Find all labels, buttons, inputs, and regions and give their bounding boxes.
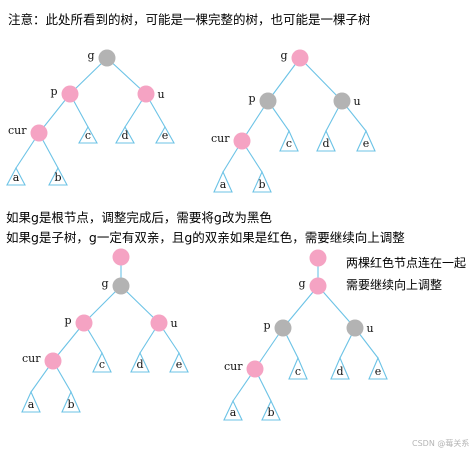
subtree-e-label-3: e xyxy=(176,358,183,371)
subtree-e-triangle-1 xyxy=(155,125,175,144)
node-g-2 xyxy=(291,49,309,67)
watermark: CSDN @莓关系 xyxy=(412,439,470,448)
case-root-text: 如果g是根节点，调整完成后，需要将g改为黑色 xyxy=(6,210,272,225)
subtree-b-label-3: b xyxy=(67,398,74,411)
node-g-1 xyxy=(98,49,116,67)
label-g-3: g xyxy=(101,277,108,290)
label-u-3: u xyxy=(171,317,178,330)
node-cur-2 xyxy=(233,132,251,150)
subtree-b-label-4: b xyxy=(267,406,274,419)
subtree-a-label-3: a xyxy=(28,398,35,411)
label-cur-2: cur xyxy=(211,132,230,145)
label-p-2: p xyxy=(248,92,255,105)
node-u-1 xyxy=(137,85,155,103)
node-p-4 xyxy=(274,319,292,337)
label-u-2: u xyxy=(354,95,361,108)
subtree-a-triangle-1 xyxy=(6,166,26,186)
subtree-b-triangle-4 xyxy=(261,399,281,421)
subtree-c-label-4: c xyxy=(295,365,301,378)
node-p-2 xyxy=(259,92,277,110)
node-u-2 xyxy=(333,92,351,110)
node-cur-1 xyxy=(30,124,48,142)
node-cur-4 xyxy=(246,360,264,378)
edge-g-u-3 xyxy=(120,285,160,324)
subtree-d-triangle-4 xyxy=(330,356,350,380)
case-subtree-text: 如果g是子树，g一定有双亲，且g的双亲如果是红色，需要继续向上调整 xyxy=(6,230,405,245)
label-cur-4: cur xyxy=(224,360,243,373)
subtree-a-label-4: a xyxy=(230,406,237,419)
node-u-3 xyxy=(150,314,168,332)
label-u-1: u xyxy=(158,88,165,101)
subtree-b-triangle-3 xyxy=(61,390,81,413)
subtree-b-label-1: b xyxy=(54,171,61,184)
subtree-a-label-2: a xyxy=(220,178,227,191)
subtree-d-label-1: d xyxy=(121,129,128,142)
subtree-d-triangle-1 xyxy=(115,125,135,144)
subtree-b-triangle-2 xyxy=(252,170,272,193)
label-g-2: g xyxy=(280,49,287,62)
subtree-d-triangle-3 xyxy=(130,351,150,373)
label-p-4: p xyxy=(263,319,270,332)
node-g-3 xyxy=(112,277,130,295)
label-cur-1: cur xyxy=(8,124,27,137)
subtree-c-triangle-2 xyxy=(279,129,299,152)
label-g-4: g xyxy=(298,277,305,290)
note-text: 注意：此处所看到的树，可能是一棵完整的树，也可能是一棵子树 xyxy=(8,12,371,27)
subtree-c-triangle-1 xyxy=(78,125,98,144)
label-g-1: g xyxy=(87,49,94,62)
subtree-e-triangle-3 xyxy=(169,351,189,373)
parent-node-3 xyxy=(112,248,130,266)
edge-g-p-2 xyxy=(267,57,301,102)
subtree-e-triangle-4 xyxy=(368,356,388,380)
node-u-4 xyxy=(346,319,364,337)
edge-g-p-3 xyxy=(83,285,122,324)
subtree-c-triangle-3 xyxy=(92,351,112,373)
subtree-d-label-4: d xyxy=(336,365,343,378)
subtree-e-triangle-2 xyxy=(356,129,376,152)
subtree-e-label-1: e xyxy=(162,129,169,142)
parent-node-4 xyxy=(309,249,327,267)
label-p-3: p xyxy=(64,314,71,327)
subtree-d-label-3: d xyxy=(136,358,143,371)
subtree-c-label-3: c xyxy=(99,358,105,371)
subtree-e-label-2: e xyxy=(363,137,370,150)
subtree-d-label-2: d xyxy=(322,137,329,150)
edge-g-u-2 xyxy=(299,57,343,102)
label-p-1: p xyxy=(50,85,57,98)
subtree-d-triangle-2 xyxy=(316,129,336,152)
edge-g-u-4 xyxy=(317,285,356,329)
subtree-c-triangle-4 xyxy=(288,356,308,380)
subtree-a-triangle-3 xyxy=(21,390,41,413)
node-g-4 xyxy=(309,277,327,295)
subtree-a-label-1: a xyxy=(13,171,20,184)
node-p-1 xyxy=(61,85,79,103)
subtree-c-label-1: c xyxy=(85,129,91,142)
node-cur-3 xyxy=(44,352,62,370)
side-note-adjust-up-text: 需要继续向上调整 xyxy=(346,278,443,292)
edge-g-p-4 xyxy=(282,285,319,329)
subtree-b-label-2: b xyxy=(258,178,265,191)
subtree-a-triangle-2 xyxy=(213,170,233,193)
label-u-4: u xyxy=(367,322,374,335)
label-cur-3: cur xyxy=(22,352,41,365)
side-note-red-red-text: 两棵红色节点连在一起 xyxy=(346,256,467,270)
edge-g-u-1 xyxy=(106,57,147,95)
subtree-a-triangle-4 xyxy=(223,399,243,421)
subtree-e-label-4: e xyxy=(375,365,382,378)
node-p-3 xyxy=(75,314,93,332)
subtree-b-triangle-1 xyxy=(48,166,68,186)
subtree-c-label-2: c xyxy=(286,137,292,150)
edge-g-p-1 xyxy=(69,57,108,95)
